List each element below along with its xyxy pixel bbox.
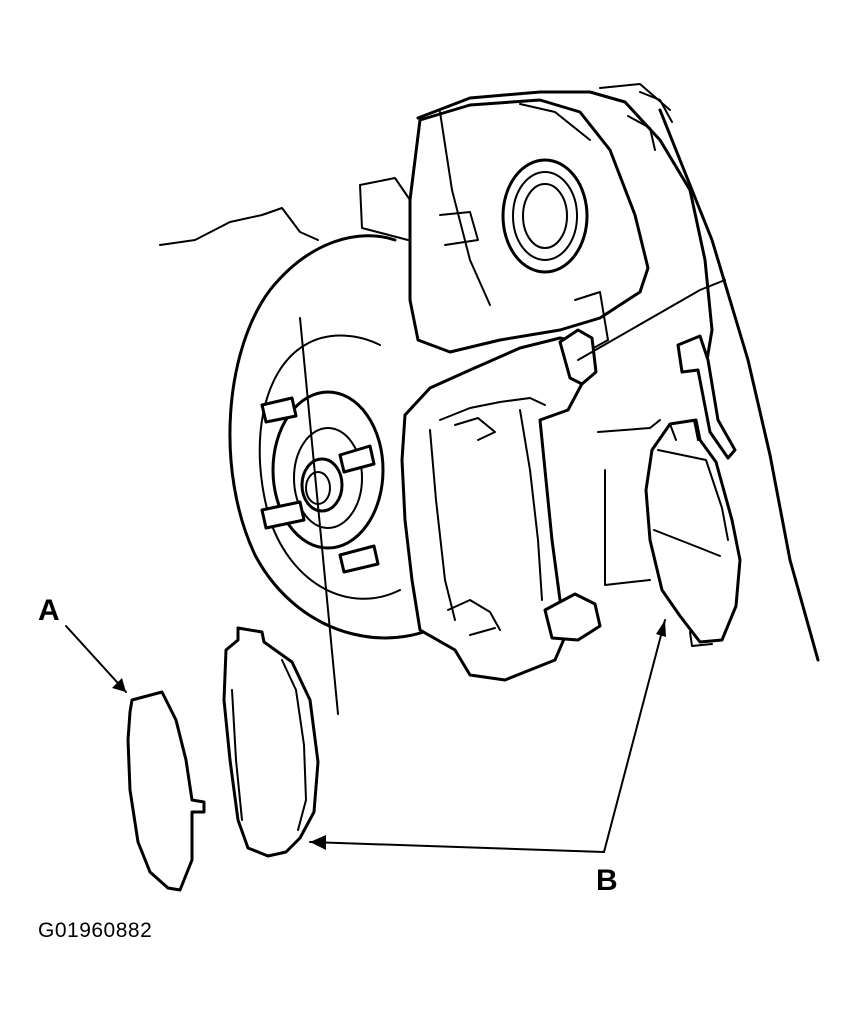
wheel-studs bbox=[260, 396, 380, 574]
figure-id: G01960882 bbox=[38, 919, 153, 942]
background-linkage bbox=[577, 279, 737, 586]
shim-a bbox=[126, 690, 206, 892]
brake-rotor bbox=[228, 234, 467, 640]
callout-a-label: A bbox=[38, 594, 60, 627]
caliper-body bbox=[359, 98, 650, 354]
brake-pad-left bbox=[222, 317, 339, 858]
caliper-bracket bbox=[400, 328, 602, 682]
brake-pad-right bbox=[644, 418, 742, 647]
callout-b-label: B bbox=[596, 864, 618, 897]
callout-leaders bbox=[65, 619, 666, 853]
steering-knuckle-outline bbox=[159, 83, 820, 662]
